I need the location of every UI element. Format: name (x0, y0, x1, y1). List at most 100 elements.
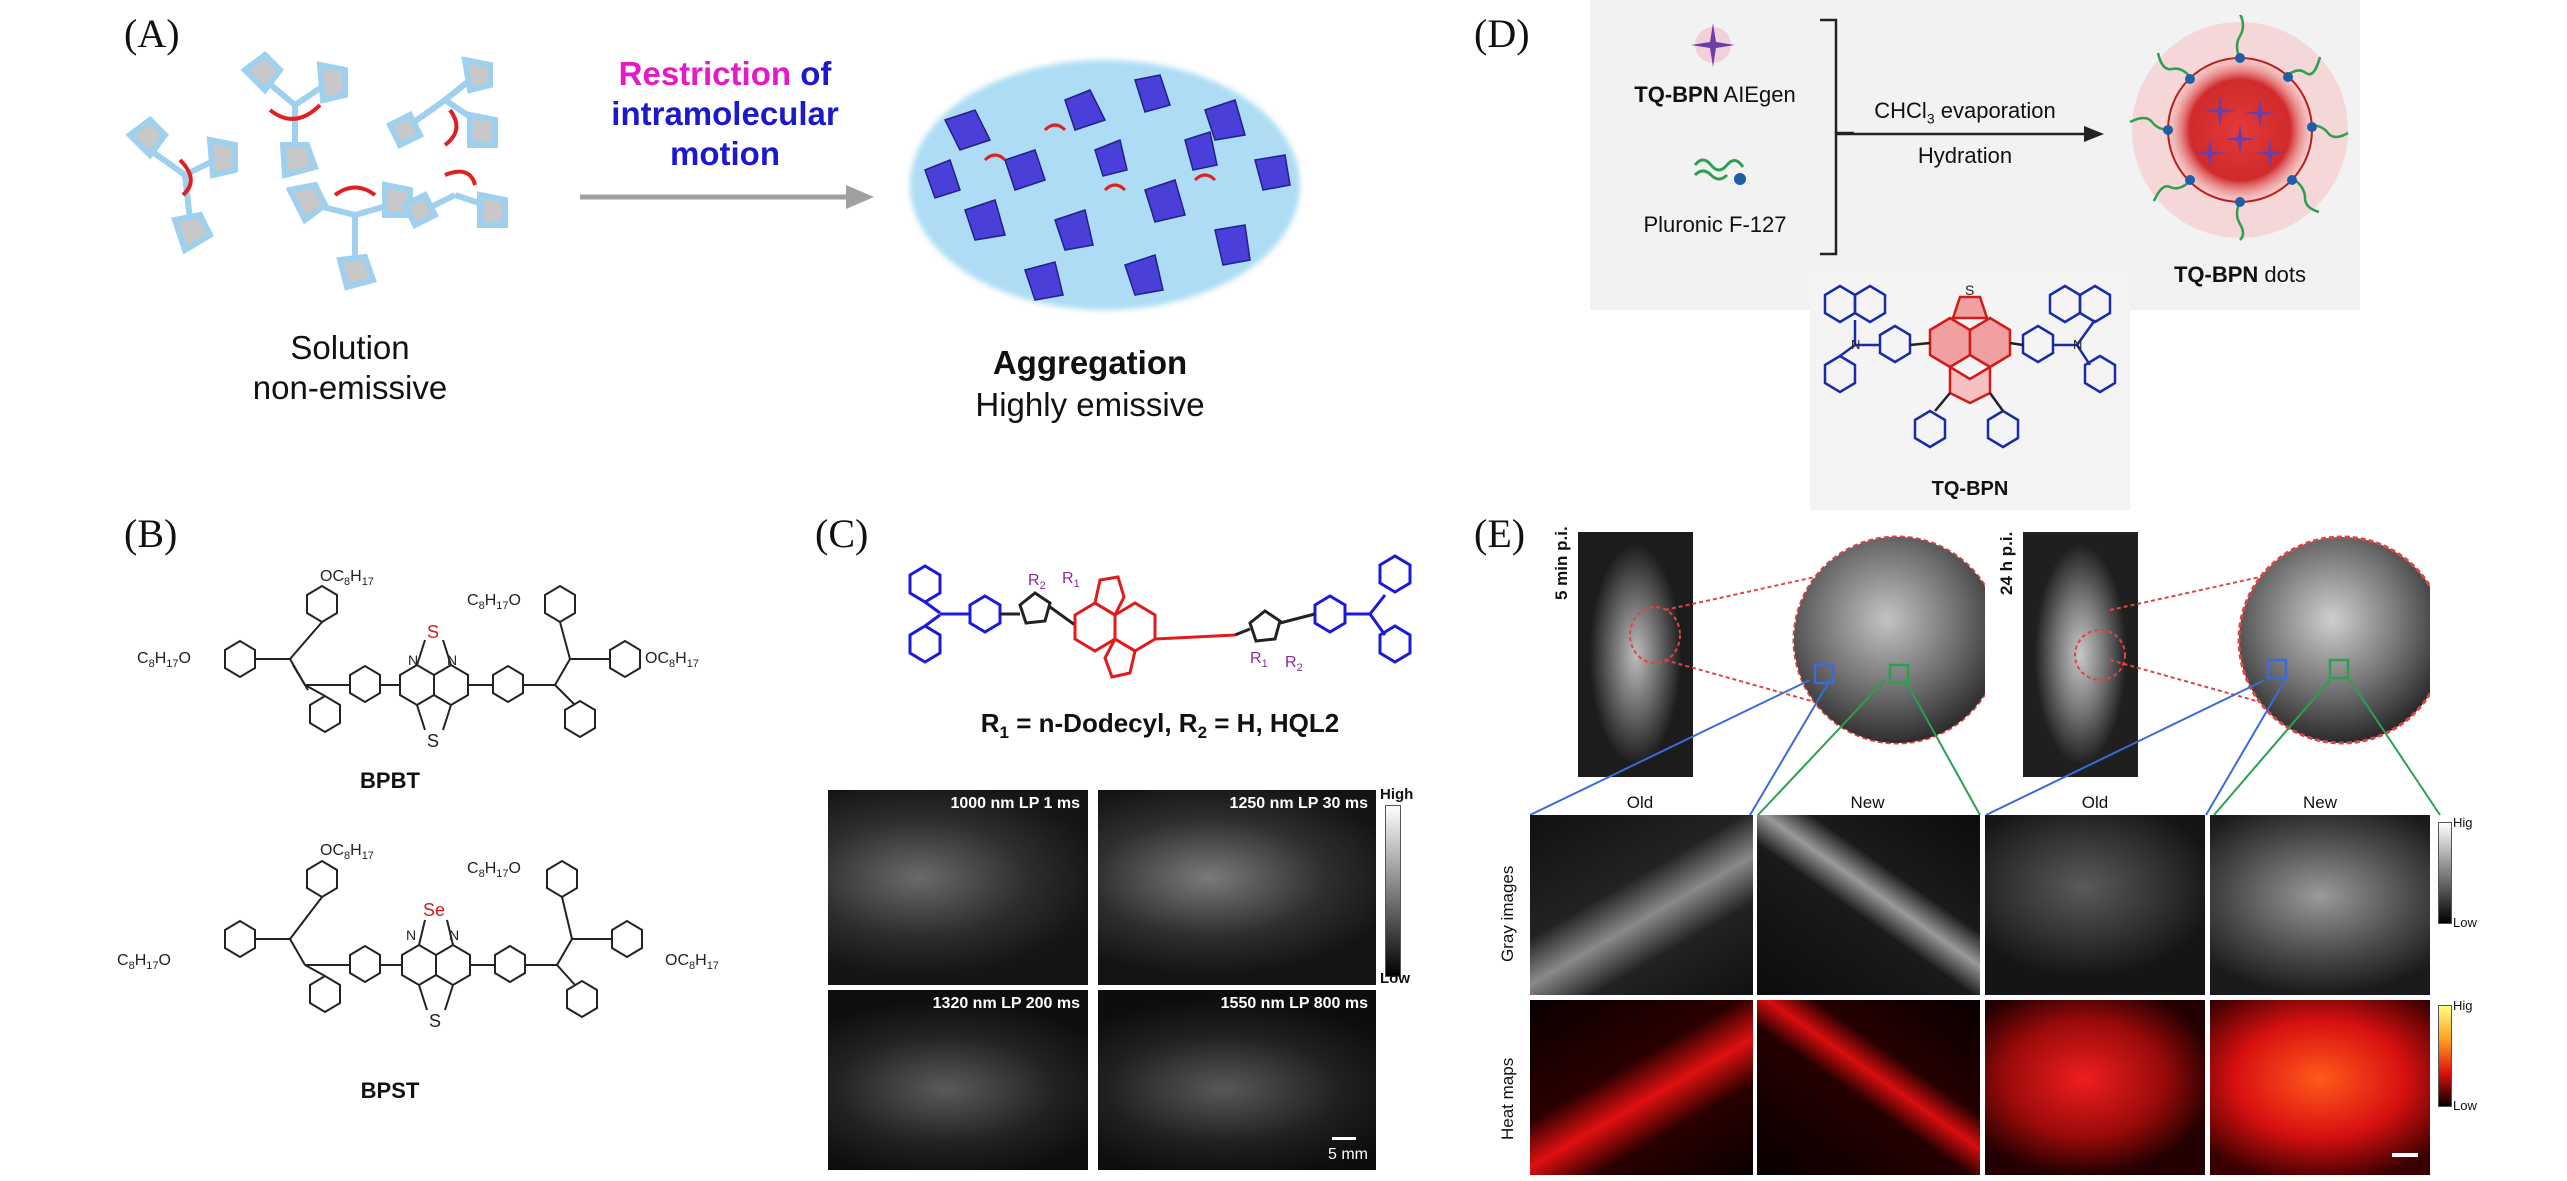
nir-scale-bar (1332, 1137, 1356, 1140)
panel-e-connectors (1529, 680, 2441, 816)
bpbt-sub-top-left: OC8H17 (320, 568, 374, 588)
motion-word: motion (670, 135, 780, 172)
heat-map-scale-bar (2392, 1153, 2418, 1157)
nir-colorbar-high: High (1380, 786, 1414, 803)
bpbt-s-atom-bottom: S (427, 731, 439, 751)
gray-colorbar-high: Hig (2453, 815, 2473, 830)
nir-image-1250nm: 1250 nm LP 30 ms (1098, 790, 1376, 985)
gray-colorbar-low: Low (2453, 915, 2477, 930)
panel-a-arrow-text: Restriction of intramolecular motion (570, 54, 880, 174)
tq-bpn-dots-label: TQ-BPN dots (2173, 262, 2307, 287)
panel-c-label: (C) (815, 511, 869, 556)
bpst-sub-right: OC8H17 (665, 952, 719, 972)
panel-a-aggregate-illustration (910, 60, 1300, 310)
bpst-s-atom-bottom: S (429, 1011, 441, 1031)
gray-image-new-24h (2210, 815, 2430, 995)
aggregation-caption: Aggregation Highly emissive (930, 342, 1250, 426)
tq-bpn-dot-illustration (2129, 15, 2349, 241)
col-label-old-2: Old (2081, 793, 2109, 812)
mouse-image-24h (2023, 532, 2138, 777)
row-label-heat: Heat maps (1498, 1057, 1517, 1140)
panel-d-label: (D) (1474, 11, 1530, 56)
heat-map-new-5min (1757, 1000, 1980, 1175)
bpbt-sub-right: OC8H17 (645, 650, 699, 670)
heat-map-new-24h (2210, 1000, 2430, 1175)
bpbt-n-atom-2: N (447, 652, 457, 668)
nir-colorbar (1385, 805, 1401, 977)
panel-a-solution-illustration (125, 51, 508, 291)
col-label-new-1: New (1850, 793, 1885, 812)
restriction-word: Restriction (618, 55, 792, 92)
tq-bpn-n-atom-2: N (2073, 337, 2082, 352)
gray-image-old-24h (1985, 815, 2205, 995)
aiegen-star-icon (1691, 23, 1735, 67)
panel-b-label: (B) (124, 511, 178, 556)
panel-a-label: (A) (124, 11, 180, 56)
nir-image-1320nm: 1320 nm LP 200 ms (828, 990, 1088, 1170)
col-label-old-1: Old (1626, 793, 1654, 812)
gray-image-new-5min (1757, 815, 1980, 995)
highly-emissive-word: Highly emissive (975, 386, 1205, 423)
tq-bpn-n-atom-1: N (1851, 337, 1860, 352)
time-label-24h: 24 h p.i. (1997, 531, 2016, 595)
bpst-n-atom-2: N (449, 927, 459, 943)
hql2-r1-left: R1 (1062, 570, 1080, 590)
bpst-sub-left: C8H17O (117, 952, 171, 972)
bpbt-structure: S S N N OC8H17 C8H17O C8H17O OC8H17 (137, 568, 699, 751)
aiegen-label: TQ-BPN AIEgen (1634, 82, 1796, 107)
bpbt-label: BPBT (360, 768, 420, 793)
bpst-sub-top-right: C8H17O (467, 860, 521, 880)
pluronic-label: Pluronic F-127 (1643, 212, 1787, 237)
tq-bpn-label: TQ-BPN (1931, 478, 2009, 500)
hql2-formula: R1 = n-Dodecyl, R2 = H, HQL2 (980, 708, 1340, 743)
aggregation-word: Aggregation (992, 344, 1188, 381)
mouse-image-5min (1578, 532, 1693, 777)
heat-colorbar-high: Hig (2453, 998, 2473, 1013)
panel-d-arrow (1836, 126, 2104, 142)
evaporation-step: CHCl3 evaporation (1874, 98, 2056, 127)
tq-bpn-structure: S N N (1823, 282, 2117, 449)
bpst-se-atom: Se (423, 900, 445, 920)
bpbt-sub-left: C8H17O (137, 650, 191, 670)
heat-colorbar-low: Low (2453, 1098, 2477, 1113)
hql2-structure: R1 R2 R1 R2 (908, 554, 1412, 679)
hql2-r2-left: R2 (1028, 572, 1046, 592)
gray-image-old-5min (1530, 815, 1753, 995)
panel-a-arrow (580, 185, 874, 209)
bpst-n-atom-1: N (406, 927, 416, 943)
zoom-inset-5min (1629, 535, 1985, 745)
nir-image-1000nm: 1000 nm LP 1 ms (828, 790, 1088, 985)
tq-bpn-s-atom: S (1965, 282, 1974, 298)
bpbt-sub-top-right: C8H17O (467, 592, 521, 612)
bpst-sub-top-left: OC8H17 (320, 842, 374, 862)
solution-caption: Solution non-emissive (200, 328, 500, 408)
col-label-new-2: New (2302, 793, 2337, 812)
hydration-step: Hydration (1917, 143, 2013, 168)
nir-image-1320nm-label: 1320 nm LP 200 ms (932, 995, 1080, 1012)
pluronic-icon (1693, 158, 1746, 185)
panel-e-label: (E) (1474, 511, 1526, 556)
heat-colorbar (2438, 1005, 2452, 1107)
heat-map-old-24h (1985, 1000, 2205, 1175)
nir-image-1550nm: 1550 nm LP 800 ms 5 mm (1098, 990, 1376, 1170)
of-word: of (800, 55, 832, 92)
row-label-gray: Gray images (1498, 865, 1517, 962)
nir-colorbar-low: Low (1380, 970, 1410, 987)
nir-scale-bar-label: 5 mm (1328, 1146, 1368, 1163)
non-emissive-word: non-emissive (252, 369, 448, 406)
nir-image-1000nm-label: 1000 nm LP 1 ms (950, 795, 1080, 812)
molecule-cluster-1 (125, 51, 508, 291)
nir-image-1550nm-label: 1550 nm LP 800 ms (1220, 995, 1368, 1012)
bpbt-s-atom: S (427, 622, 439, 642)
gray-colorbar (2438, 822, 2452, 924)
solution-word: Solution (290, 329, 410, 366)
nir-image-1250nm-label: 1250 nm LP 30 ms (1229, 795, 1368, 812)
bpbt-n-atom-1: N (408, 652, 418, 668)
intramolecular-word: intramolecular (611, 95, 839, 132)
hql2-r1-right: R1 (1250, 650, 1268, 670)
hql2-r2-right: R2 (1285, 654, 1303, 674)
bpst-structure: Se S N N OC8H17 C8H17O C8H17O OC8H17 (117, 842, 719, 1031)
heat-map-old-5min (1530, 1000, 1753, 1175)
time-label-5min: 5 min p.i. (1552, 526, 1571, 600)
bpst-label: BPST (360, 1078, 420, 1103)
